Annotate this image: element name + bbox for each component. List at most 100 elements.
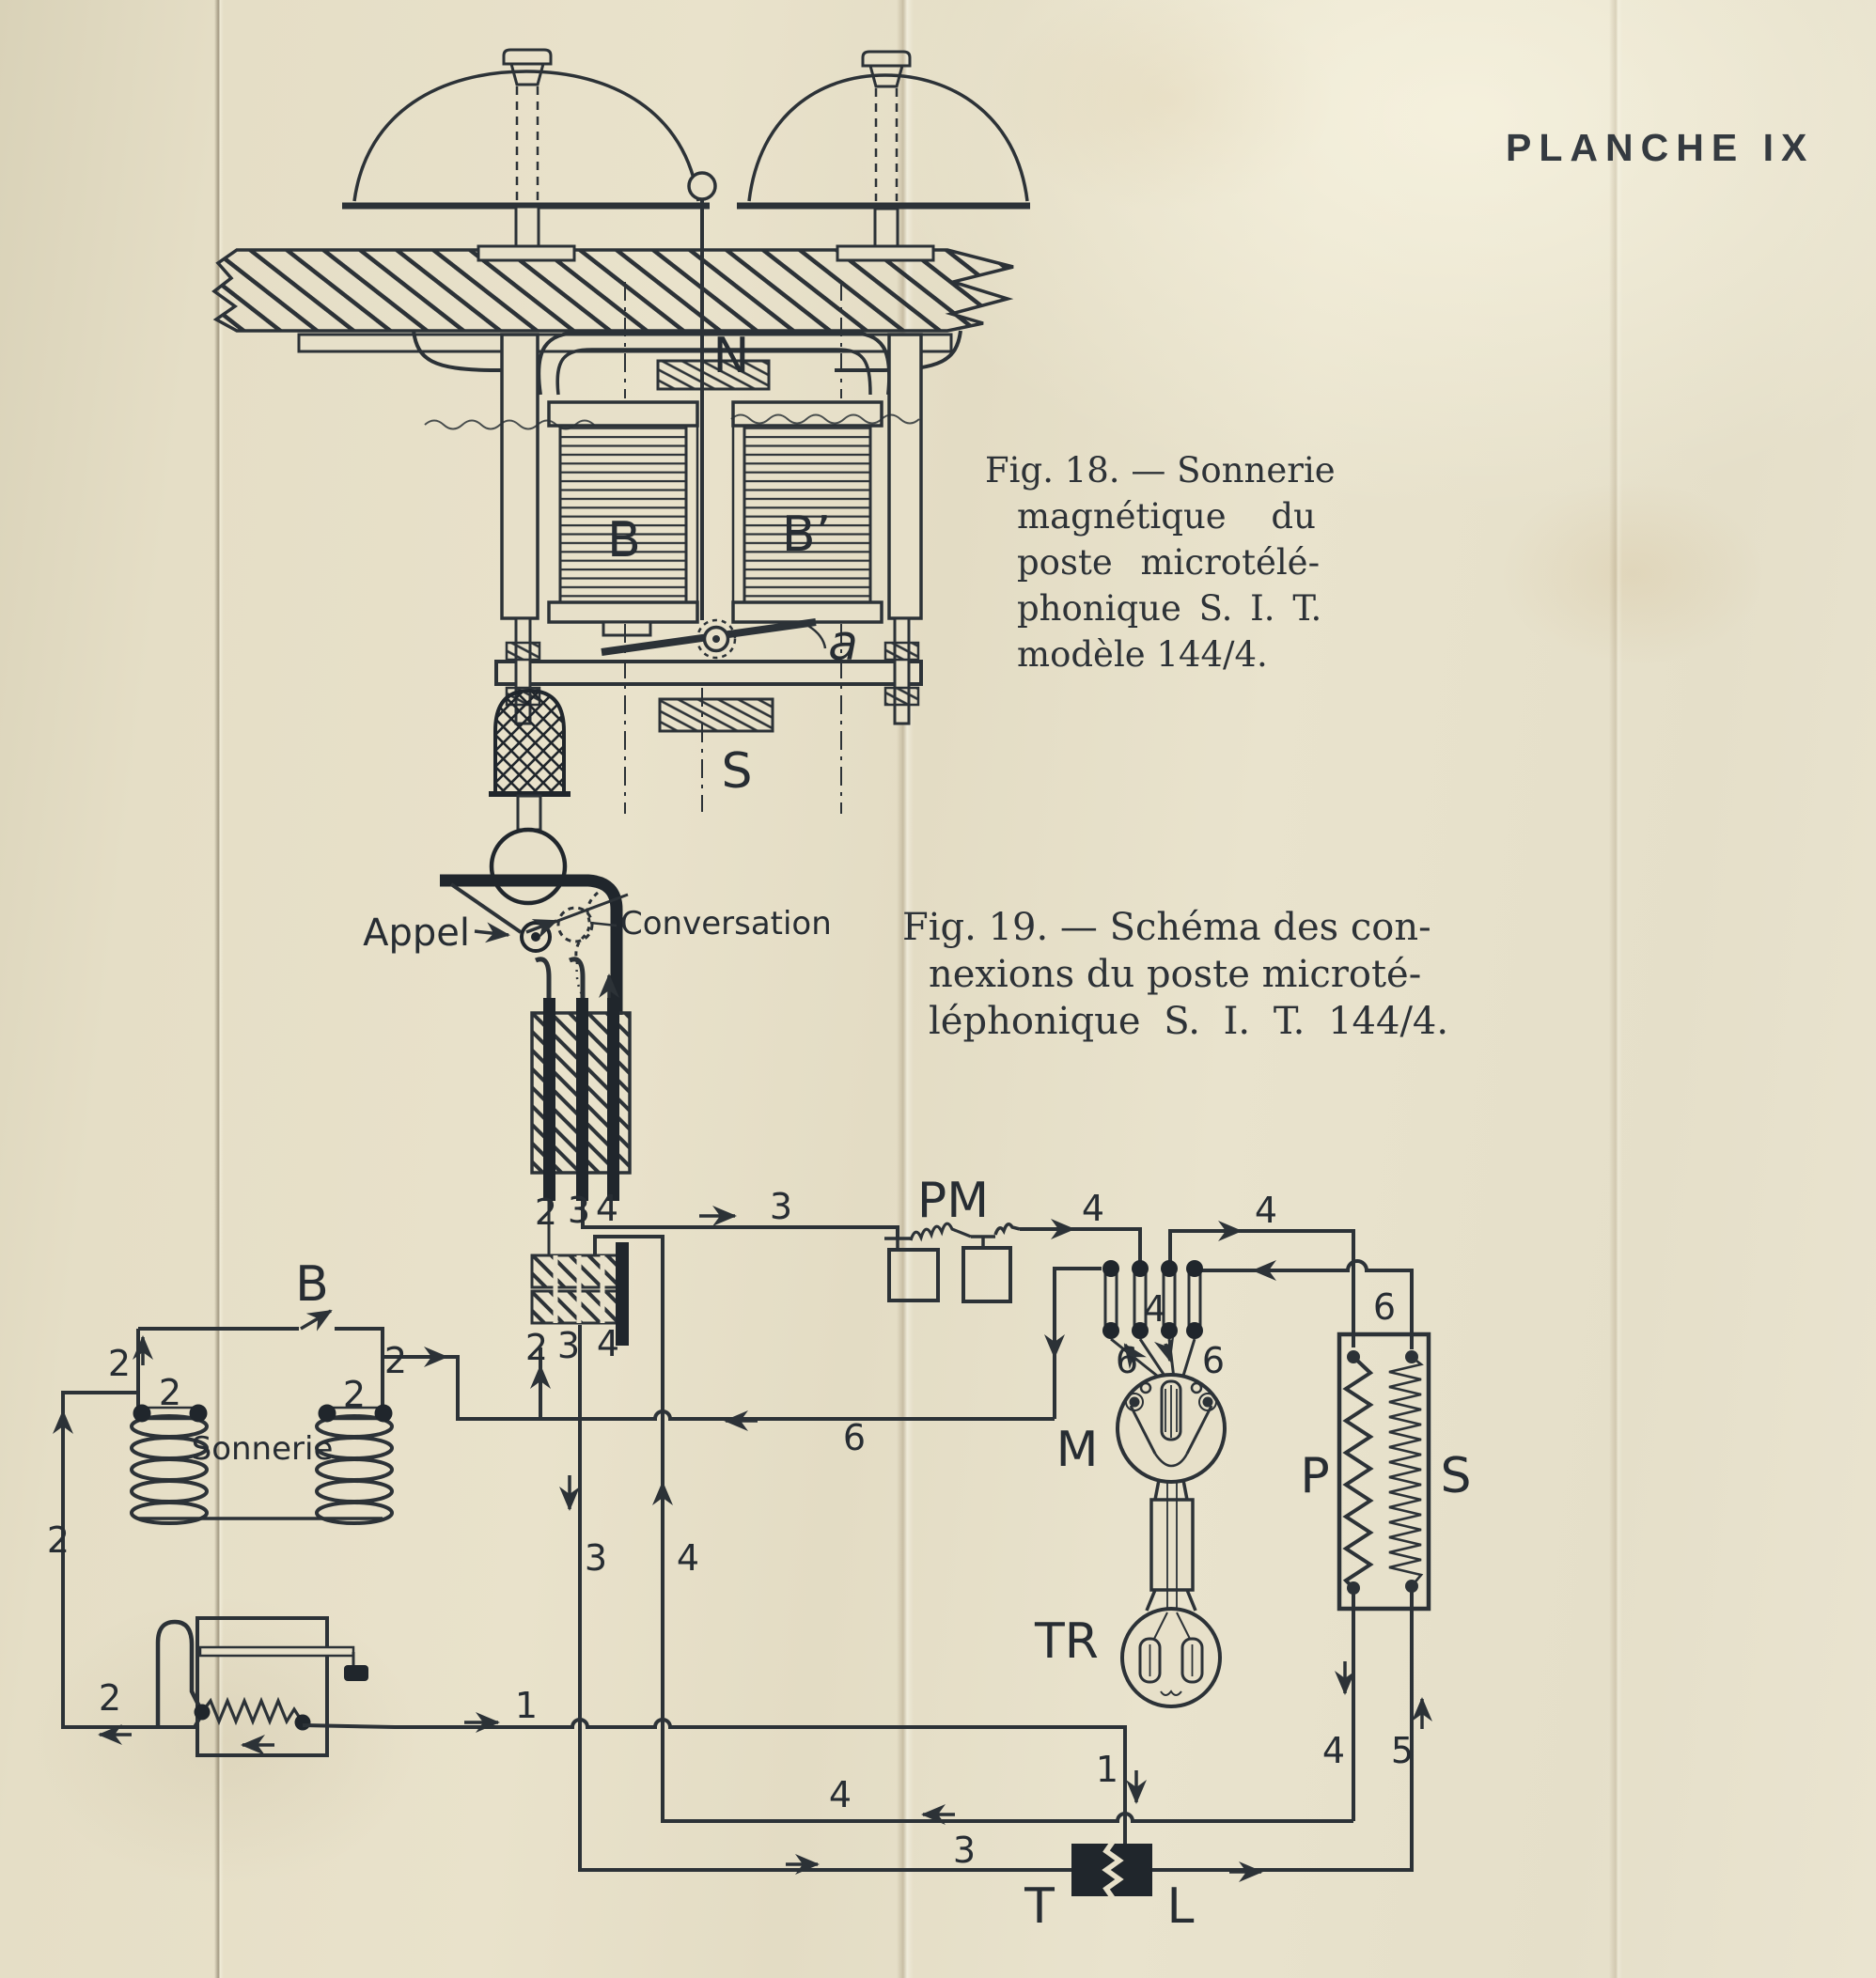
microphone: [1116, 1373, 1227, 1484]
label-p: P: [1300, 1448, 1329, 1504]
wire-label: 1: [515, 1685, 538, 1726]
wire-6-s-feed: [1196, 1259, 1414, 1349]
lightning-arrester: [1071, 1840, 1152, 1900]
primary-winding: [1342, 1355, 1374, 1590]
wire-2-6-horizontal: [383, 1355, 1055, 1421]
wire-4-b: [1168, 1229, 1355, 1347]
hook-switch: [440, 688, 629, 1015]
label-b-switch: B: [295, 1256, 329, 1313]
fig19-drawing: PM M TR P S B T L Sonnerie Appel Convers…: [47, 688, 1472, 1935]
caption-line: léphonique S. I. T. 144/4.: [929, 1000, 1449, 1043]
wire-3-to-pm: [581, 1201, 899, 1238]
coil-b: [547, 400, 699, 624]
wire-label: 4: [677, 1537, 699, 1579]
label-a: a: [828, 615, 858, 672]
receiver-tr: [1120, 1607, 1222, 1708]
hook-pivot: [489, 827, 568, 906]
coil-b-prime: [731, 400, 883, 624]
wire-label: 3: [557, 1325, 580, 1366]
wire-label: 4: [1322, 1730, 1345, 1771]
axis-lines: [624, 282, 842, 814]
caption-line: Fig. 19. — Schéma des con-: [902, 906, 1431, 949]
bell-gong-left: [342, 48, 710, 262]
wire-label: 2: [525, 1327, 548, 1368]
fig18-drawing: N B B’ S a: [211, 48, 1030, 814]
wire-label: 6: [1116, 1340, 1138, 1381]
page-title: PLANCHE IX: [1506, 126, 1815, 169]
induction-coil-box: [1337, 1332, 1431, 1612]
wire-1: [302, 1718, 1127, 1844]
pile-pm: [884, 1222, 1012, 1303]
label-s-secondary: S: [1440, 1448, 1471, 1504]
contact-spring: [1186, 1260, 1203, 1339]
caption-line: poste microtélé-: [1017, 542, 1321, 583]
wire-label: 2: [384, 1340, 407, 1381]
label-m: M: [1056, 1422, 1099, 1478]
label-sonnerie: Sonnerie: [192, 1430, 334, 1468]
bell-sonnerie: [130, 1309, 394, 1525]
pole-piece-s: [658, 697, 774, 733]
wire-label: 4: [597, 1323, 619, 1364]
wire-label: 6: [1373, 1286, 1396, 1328]
wire-4-vertical: [593, 1235, 1353, 1823]
break-mark-left: [424, 419, 595, 430]
caption-line: magnétique du: [1017, 496, 1316, 537]
wire-label: 3: [953, 1830, 976, 1871]
wire-label: 4: [1082, 1188, 1104, 1229]
caption-line: phonique S. I. T.: [1017, 588, 1322, 629]
magneto-spring: [200, 1696, 305, 1726]
bolt-right: [883, 616, 920, 725]
frame-post-left: [500, 333, 539, 620]
wire-label: 4: [1144, 1288, 1166, 1330]
terminal-block: [530, 1201, 629, 1346]
label-b: B: [607, 512, 641, 568]
wire-label: 4: [596, 1188, 618, 1229]
wire-label: 4: [1255, 1190, 1277, 1231]
wire-label: 2: [343, 1374, 366, 1415]
wire-label: 3: [568, 1190, 590, 1231]
hook-lever-arm: [440, 874, 623, 1015]
label-s: S: [721, 743, 752, 800]
wire-3-vertical: [578, 1325, 1071, 1872]
caption-line: Fig. 18. — Sonnerie: [985, 450, 1336, 491]
frame-post-right: [887, 333, 923, 620]
wire-label: 4: [829, 1774, 852, 1815]
current-arrows: [53, 1206, 1432, 1882]
wire-label: 2: [108, 1343, 131, 1384]
contact-spring: [1161, 1260, 1178, 1339]
wire-label: 6: [843, 1417, 866, 1458]
magneto-generator: [155, 1616, 368, 1757]
bell-gong-right: [737, 50, 1030, 262]
break-mark-right: [730, 413, 920, 425]
caption-line: modèle 144/4.: [1017, 634, 1268, 675]
label-appel: Appel: [363, 911, 470, 955]
contact-spring: [1102, 1260, 1119, 1339]
handset-handle: [1145, 1479, 1197, 1612]
wire-label: 3: [585, 1537, 607, 1579]
label-conversation: Conversation: [620, 905, 832, 942]
contact-spring: [1132, 1260, 1149, 1339]
caption-line: nexions du poste microté-: [929, 953, 1422, 996]
wire-label: 5: [1391, 1730, 1414, 1771]
wire-label: 6: [1202, 1340, 1225, 1381]
wire-label: 2: [159, 1372, 181, 1413]
wire-2-left-edge: [61, 1391, 204, 1729]
conversation-contact: [556, 906, 594, 943]
wire-label: 2: [535, 1191, 557, 1233]
magneto-contact-spring: [155, 1619, 203, 1727]
wire-6-downleg: [1053, 1267, 1102, 1419]
hook-knob: [493, 688, 566, 796]
secondary-winding: [1388, 1355, 1424, 1587]
fig19-caption: Fig. 19. — Schéma des con- nexions du po…: [902, 904, 1511, 1045]
bell-coil-left: [130, 1404, 209, 1525]
pm-spring: [993, 1223, 1021, 1236]
fig18-caption: Fig. 18. — Sonnerie magnétique du poste …: [985, 447, 1442, 678]
armature: [601, 618, 827, 660]
wire-label: 1: [1096, 1749, 1118, 1790]
wire-label: 3: [770, 1186, 792, 1227]
wire-label: 2: [47, 1519, 70, 1561]
mounting-board: [211, 248, 1014, 333]
